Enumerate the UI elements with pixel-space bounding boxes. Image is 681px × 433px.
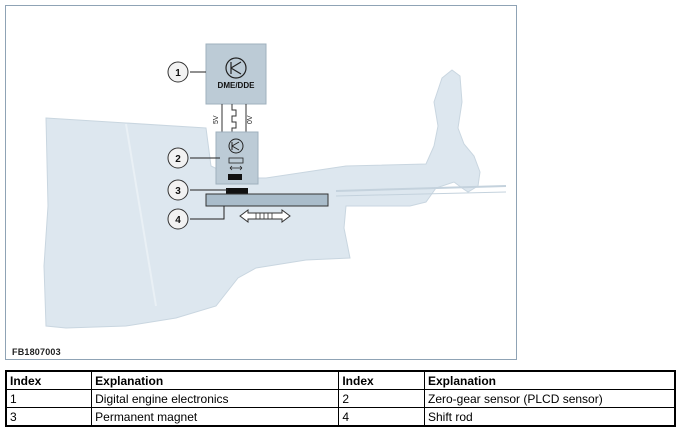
table-cell: 1 [5,389,93,408]
housing-detail-line [125,123,157,307]
callout-4-leader [190,206,225,220]
table-row: 1 Digital engine electronics 2 Zero-gear… [5,389,676,408]
signal-wire [231,104,237,132]
sensor-arrow-icon [229,165,243,171]
table-cell: Shift rod [423,407,676,427]
transistor-symbol [230,61,242,75]
callout-2-number: 2 [175,154,181,165]
table-cell: Permanent magnet [91,407,340,427]
figure-code: FB1807003 [12,347,61,357]
callout-1-number: 1 [175,68,181,79]
table-cell: 3 [5,407,93,427]
callout-3: 3 [167,179,189,201]
sensor-transistor-symbol [231,141,240,151]
header-index-2: Index [338,370,425,390]
permanent-magnet [226,188,248,194]
dme-dde-module [205,43,267,105]
output-shaft-line [335,185,507,192]
table-cell: 4 [338,407,425,427]
header-explanation-1: Explanation [91,370,340,390]
table-row: 3 Permanent magnet 4 Shift rod [5,407,676,427]
header-index-1: Index [5,370,93,390]
transmission-diagram: DME/DDE 5V 0V 1 2 [43,43,507,329]
arrow-spring-detail [255,213,273,219]
table-cell: 2 [338,389,425,408]
header-explanation-2: Explanation [423,370,676,390]
diagram-figure: DME/DDE 5V 0V 1 2 [5,5,517,360]
callout-3-number: 3 [175,186,181,197]
callout-2: 2 [167,147,189,169]
callout-4-number: 4 [175,215,181,226]
legend-header-row: Index Explanation Index Explanation [5,370,676,390]
legend-table: Index Explanation Index Explanation 1 Di… [5,370,676,427]
movement-arrow-icon [239,209,291,223]
sensor-core [228,174,242,180]
shift-rod [205,193,329,207]
callout-4: 4 [167,208,189,230]
voltage-5v-label: 5V [213,115,220,124]
table-cell: Digital engine electronics [91,389,340,408]
voltage-0v-label: 0V [247,115,254,124]
output-shaft-line-2 [335,191,507,197]
table-cell: Zero-gear sensor (PLCD sensor) [423,389,676,408]
transistor-icon [225,57,247,79]
callout-1: 1 [167,61,189,83]
sensor-coil-icon [228,157,244,164]
module-label: DME/DDE [218,81,256,90]
sensor-transistor-icon [228,138,244,154]
